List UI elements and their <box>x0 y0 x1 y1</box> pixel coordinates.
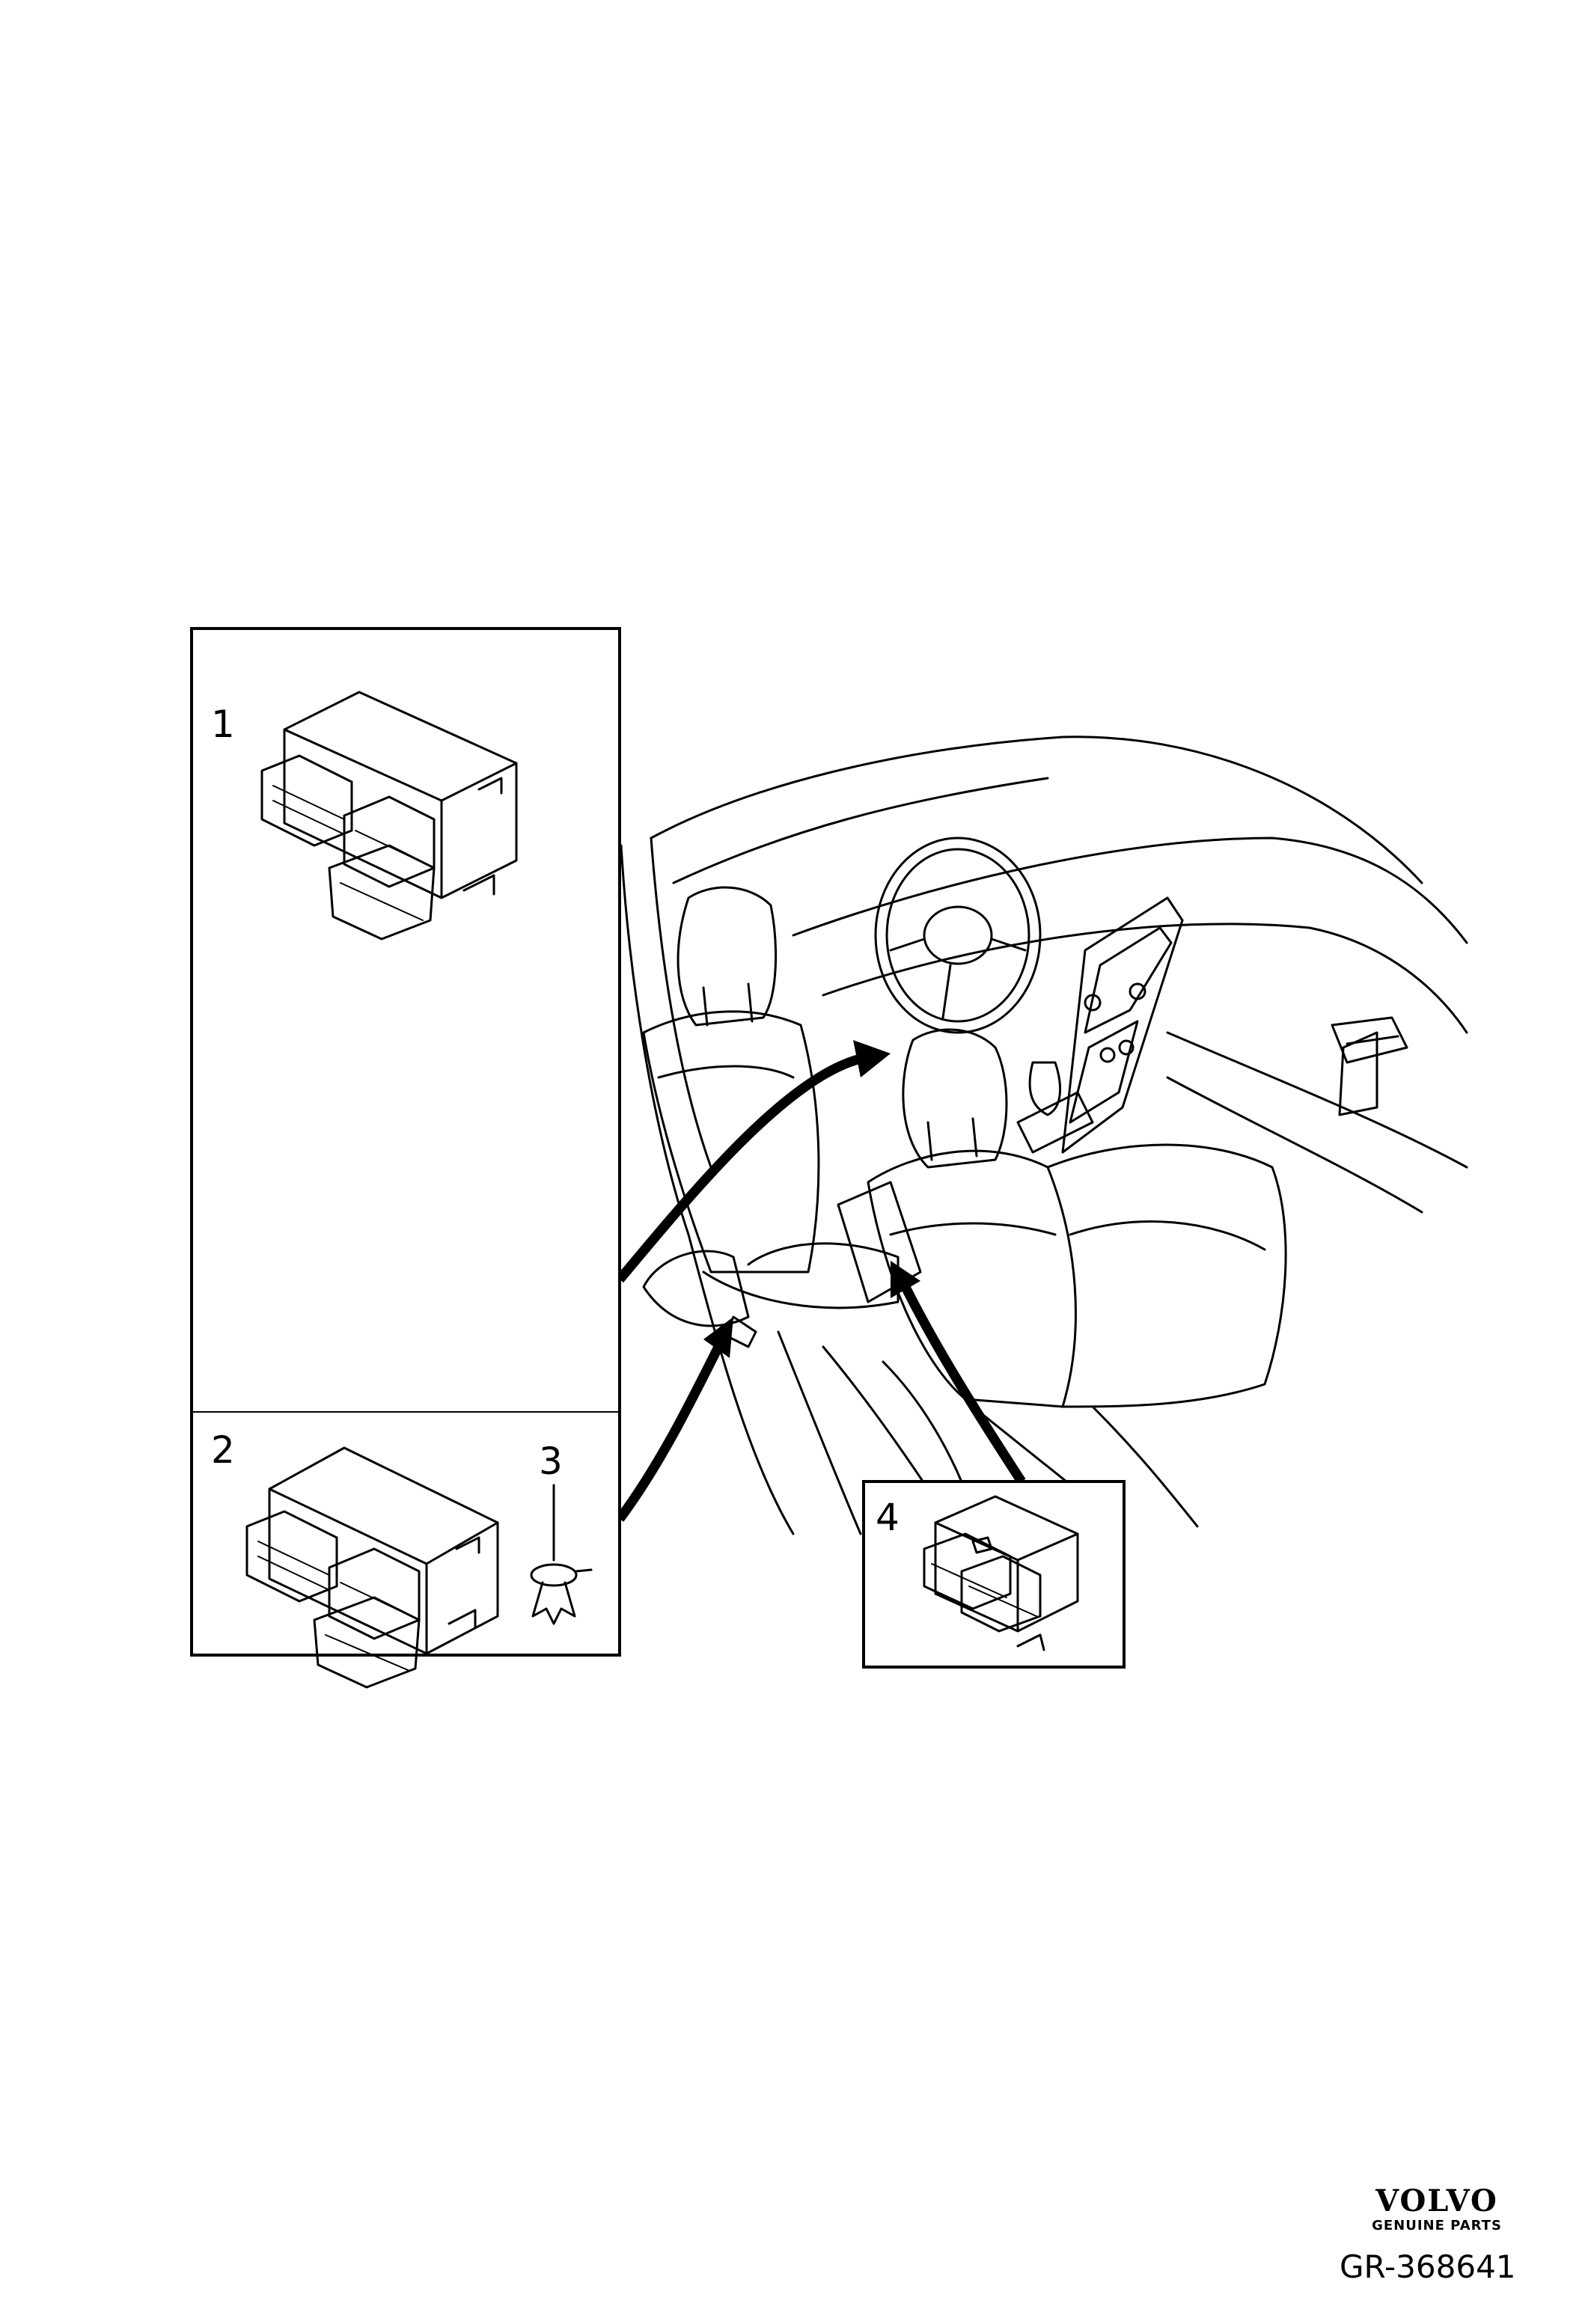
parts-panel-1-3: 1 2 3 <box>190 627 621 1689</box>
pointer-arrows <box>615 1040 1026 1522</box>
brand-name: VOLVO <box>1375 2183 1498 2218</box>
parts-panel-4-frame <box>862 1480 1126 1669</box>
car-interior-illustration <box>620 736 1468 1535</box>
volvo-genuine-parts-logo: VOLVO GENUINE PARTS <box>1347 2185 1527 2234</box>
part-2-control-module <box>245 1446 499 1689</box>
parts-panel-frame <box>190 627 621 1657</box>
part-3-clip <box>530 1484 593 1625</box>
callout-2: 2 <box>211 1428 235 1472</box>
callout-3: 3 <box>539 1440 563 1483</box>
callout-1: 1 <box>211 703 235 746</box>
part-4-control-module <box>923 1495 1079 1651</box>
brand-tagline: GENUINE PARTS <box>1372 2218 1502 2233</box>
reference-code: GR-368641 <box>1340 2248 1516 2285</box>
part-1-control-module <box>260 691 518 941</box>
parts-panel-4: 4 <box>862 1480 1126 1669</box>
callout-4: 4 <box>876 1496 900 1539</box>
